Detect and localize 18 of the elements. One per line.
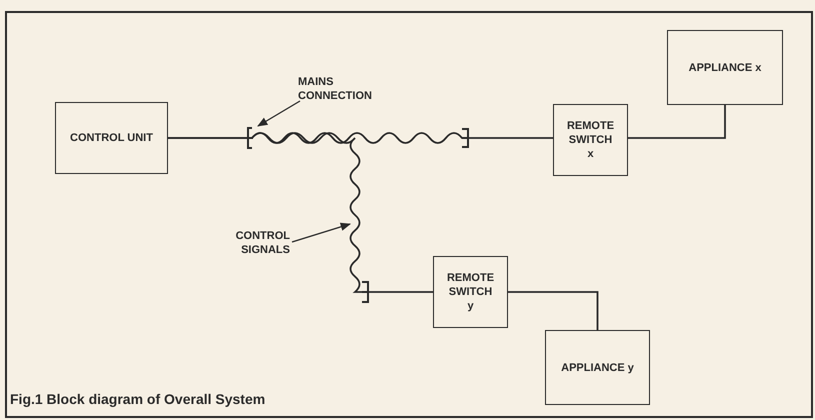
callout-label: CONTROL SIGNALS — [234, 229, 290, 257]
block-box — [433, 256, 508, 328]
connector — [168, 132, 433, 293]
block-label: CONTROL UNIT — [70, 131, 153, 145]
connector — [508, 291, 598, 330]
block-box — [553, 104, 628, 176]
block-label: REMOTE SWITCH x — [566, 119, 616, 161]
leader-line — [292, 222, 351, 243]
block-label: REMOTE SWITCH y — [446, 271, 496, 313]
connector — [628, 105, 726, 139]
block-box — [55, 102, 168, 174]
leader-line — [257, 100, 300, 127]
block-box — [545, 330, 650, 405]
figure-caption: Fig.1 Block diagram of Overall System — [10, 391, 266, 407]
block-box — [667, 30, 783, 105]
block-label: APPLIANCE y — [561, 360, 634, 374]
callout-label: MAINS CONNECTION — [298, 75, 373, 103]
block-label: APPLIANCE x — [688, 60, 762, 74]
